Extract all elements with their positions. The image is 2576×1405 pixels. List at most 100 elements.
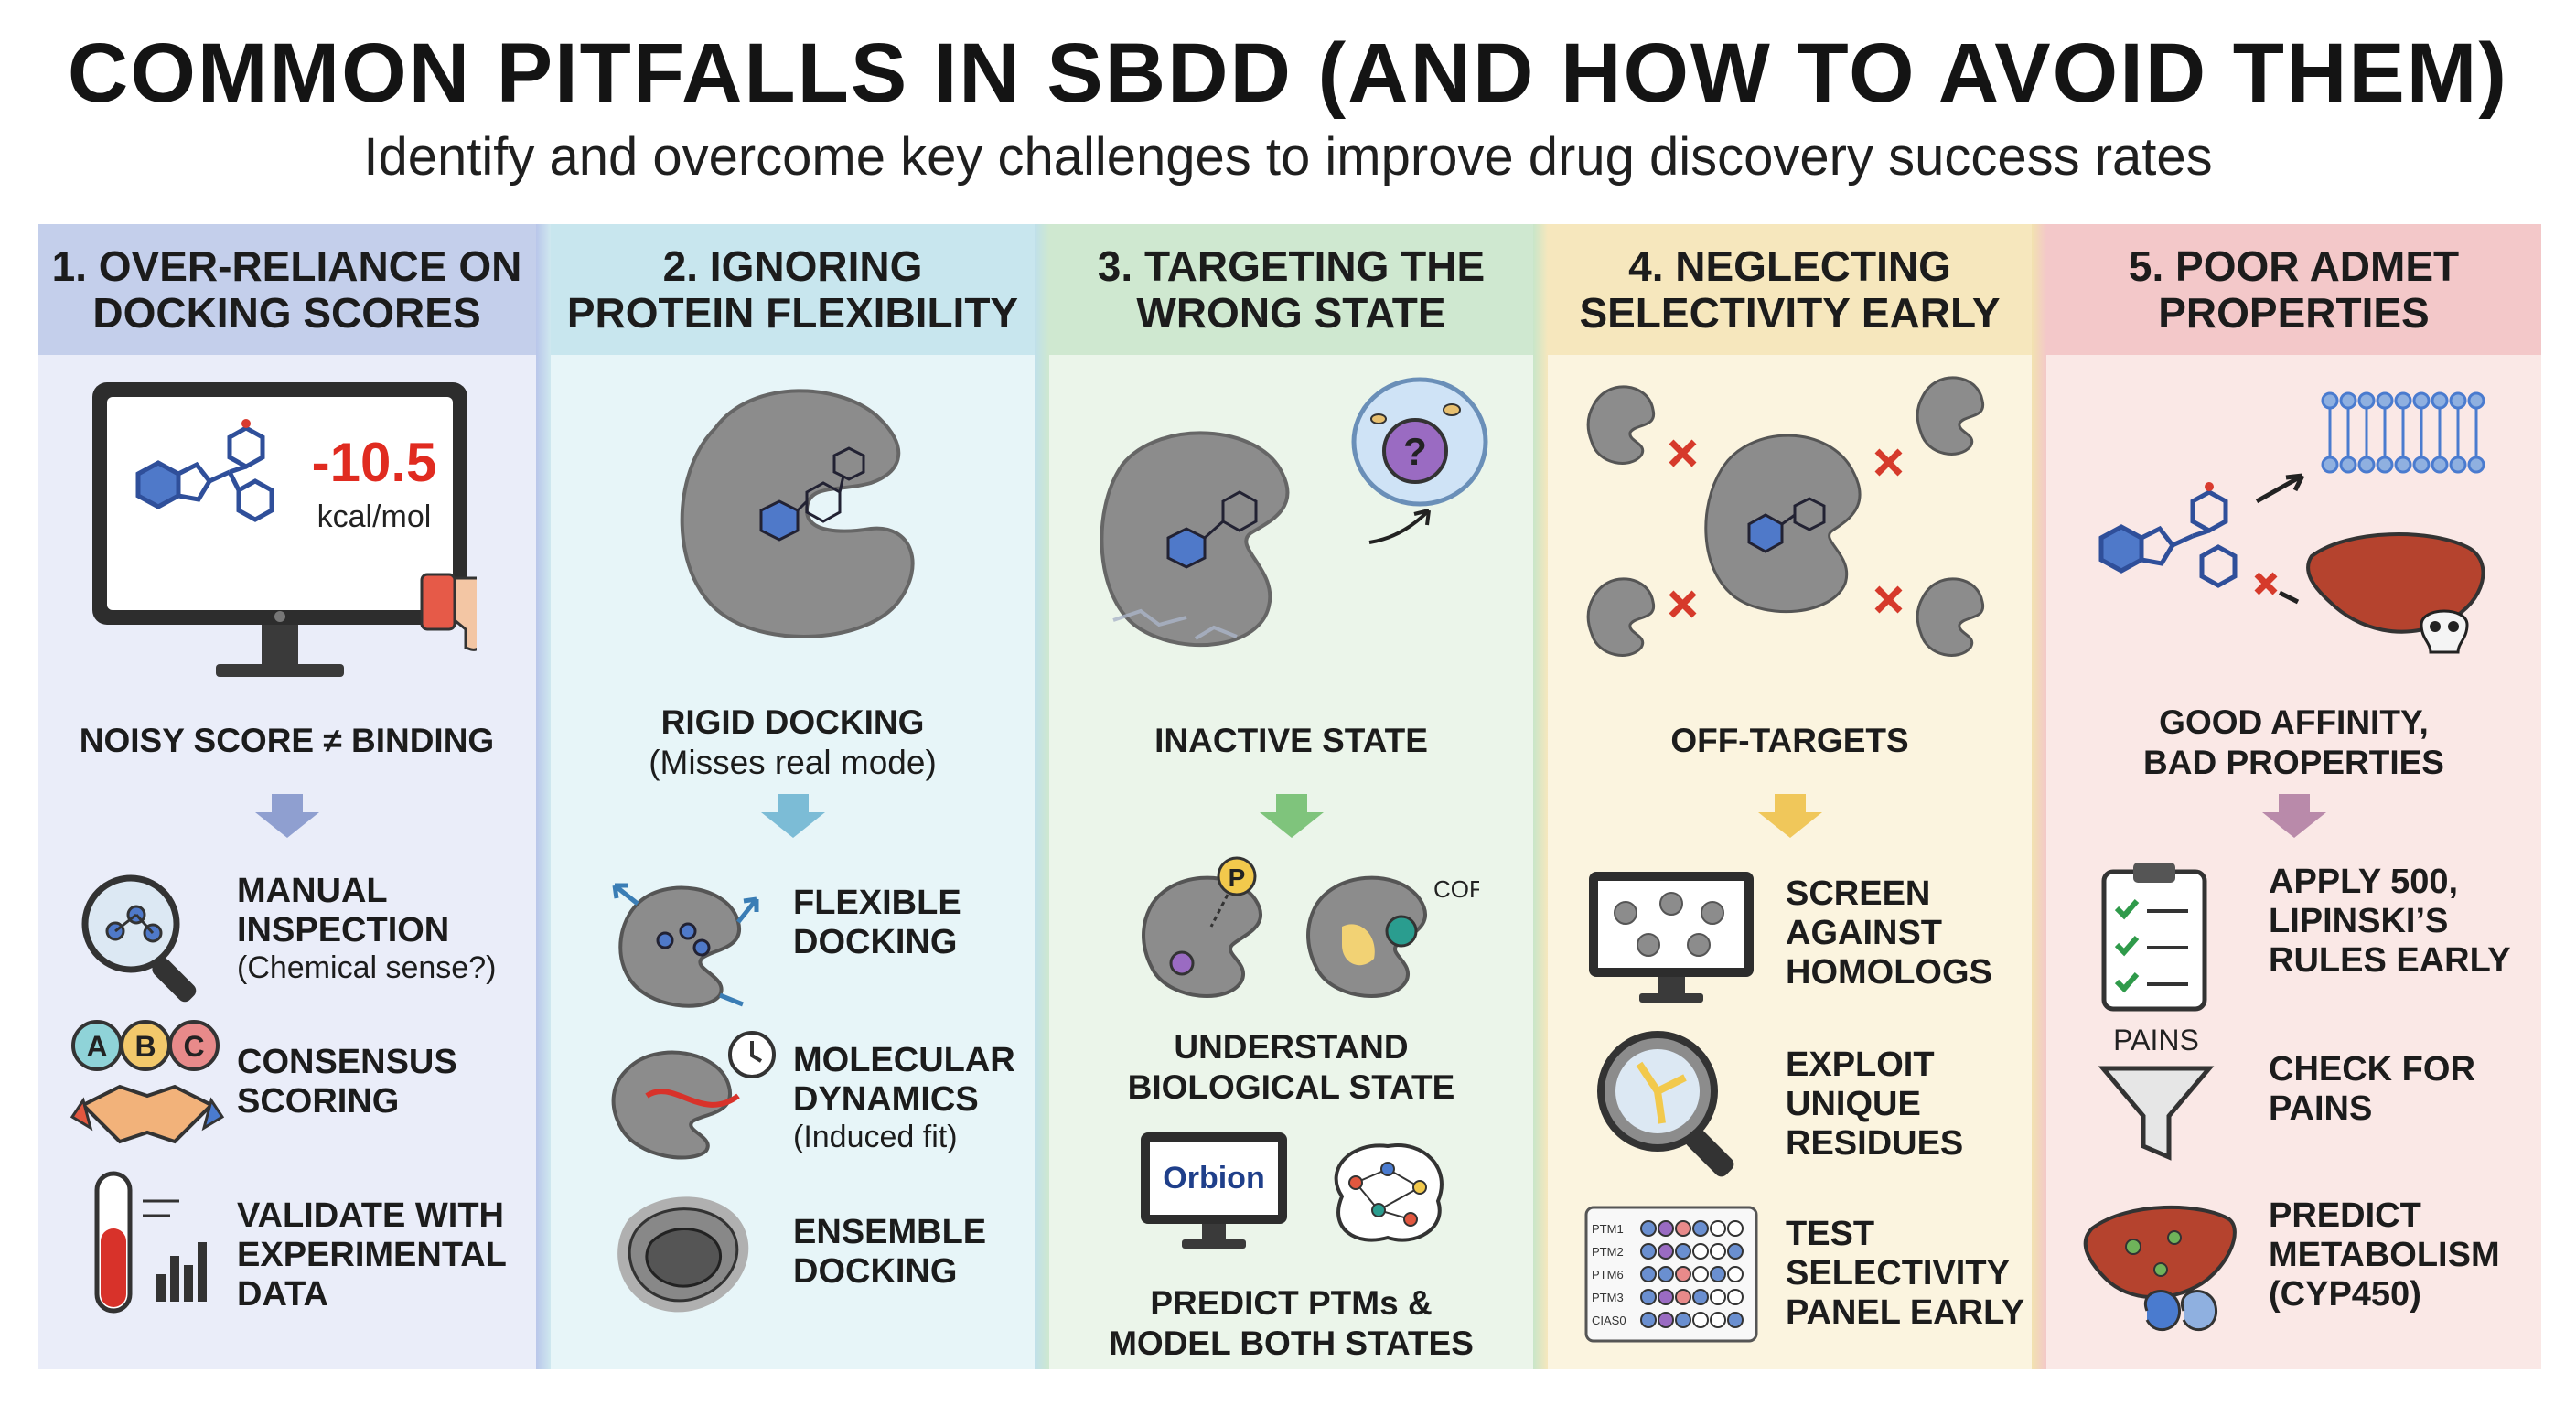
header-line: PROPERTIES — [2158, 288, 2430, 337]
panel-well — [1640, 1266, 1657, 1282]
panel-well — [1710, 1289, 1726, 1305]
lipid-head — [2449, 456, 2467, 474]
panel-row-label: CIAS0 — [1592, 1314, 1626, 1327]
solution-line: CONSENSUS — [237, 1043, 457, 1081]
solution-exploit-residues: EXPLOIT UNIQUE RESIDUES — [1786, 1046, 1963, 1164]
solution-line: DOCKING — [793, 922, 958, 961]
panel-row-label: PTM6 — [1592, 1268, 1624, 1282]
solution-predict-ptms: PREDICT PTMs & MODEL BOTH STATES — [1049, 1283, 1533, 1365]
panel-well — [1692, 1289, 1709, 1305]
lipid-head — [2321, 456, 2339, 474]
arrow-down-icon — [1259, 794, 1324, 838]
solution-line: EXPERIMENTAL — [237, 1235, 507, 1274]
lipid-head — [2431, 391, 2449, 410]
off-target-network-icon — [1586, 376, 1985, 657]
solution-note: (Chemical sense?) — [237, 949, 497, 985]
lipid-head — [2357, 456, 2376, 474]
lipid-head — [2339, 391, 2357, 410]
pitfall-caption: NOISY SCORE ≠ BINDING — [79, 722, 495, 759]
protein-clock-icon — [611, 1031, 776, 1160]
solution-note: (Induced fit) — [793, 1119, 958, 1154]
inactive-protein-icon — [1100, 431, 1290, 648]
lipid-head — [2394, 456, 2412, 474]
solution-molecular-dynamics: MOLECULAR DYNAMICS (Induced fit) — [793, 1041, 1015, 1154]
arrow-down-icon — [254, 794, 319, 838]
arrow-down-icon — [1757, 794, 1822, 838]
header-line: 1. OVER-RELIANCE ON — [51, 241, 522, 290]
clipboard-checklist-icon — [2101, 863, 2207, 1012]
caption-line: BAD PROPERTIES — [2143, 744, 2444, 782]
orbion-monitor-icon: Orbion — [1141, 1132, 1287, 1249]
column-body: RIGID DOCKING (Misses real mode) FLEXIBL… — [551, 355, 1035, 1369]
column-body: -10.5 kcal/mol NOISY SCORE ≠ BINDING MAN… — [38, 355, 536, 1369]
magnifier-molecule-icon — [81, 874, 197, 1003]
panel-well — [1710, 1220, 1726, 1237]
solution-line: CHECK FOR — [2269, 1050, 2475, 1089]
solution-line: INSPECTION — [237, 910, 450, 949]
panel-well — [1692, 1266, 1709, 1282]
pains-label: PAINS — [2113, 1024, 2199, 1056]
panel-row-label: PTM3 — [1592, 1291, 1624, 1304]
panel-well — [1692, 1243, 1709, 1260]
solution-line: DYNAMICS — [793, 1079, 979, 1119]
monitor-score-icon: -10.5 kcal/mol — [92, 382, 477, 677]
lipid-head — [2412, 456, 2431, 474]
solution-line: SELECTIVITY — [1786, 1253, 2010, 1292]
solution-line: DATA — [237, 1274, 328, 1314]
column-divider — [1035, 224, 1049, 1369]
solution-line: RULES EARLY — [2269, 940, 2511, 980]
panel-well — [1675, 1289, 1691, 1305]
pitfall-caption: OFF-TARGETS — [1670, 722, 1909, 759]
arrow-down-icon — [2261, 794, 2326, 838]
solution-line: METABOLISM — [2269, 1235, 2500, 1274]
solution-line: RESIDUES — [1786, 1123, 1964, 1163]
solution-selectivity-panel: TEST SELECTIVITY PANEL EARLY — [1786, 1215, 2024, 1333]
caption-line: MODEL BOTH STATES — [1109, 1325, 1474, 1363]
solution-line: AGAINST — [1786, 913, 1942, 952]
liver-enzyme-icon — [2083, 1205, 2237, 1332]
lipid-head — [2412, 391, 2431, 410]
header-line: WRONG STATE — [1136, 288, 1446, 337]
panel-well — [1675, 1220, 1691, 1237]
panel-well — [1640, 1220, 1657, 1237]
monitor-screen-icon — [1589, 872, 1754, 1003]
header-line: 3. TARGETING THE — [1097, 241, 1486, 290]
lipid-head — [2449, 391, 2467, 410]
header-line: 4. NEGLECTING — [1628, 241, 1951, 290]
panel-well — [1658, 1220, 1674, 1237]
letter-b: B — [134, 1030, 156, 1063]
column-divider — [2032, 224, 2046, 1369]
flexible-protein-icon — [612, 883, 759, 1008]
solution-line: MANUAL — [237, 872, 388, 910]
column-body: GOOD AFFINITY, BAD PROPERTIES APPLY 500,… — [2046, 355, 2541, 1369]
solution-line: SCORING — [237, 1081, 400, 1121]
lipid-head — [2467, 456, 2485, 474]
panel-well — [1675, 1312, 1691, 1328]
solution-predict-metabolism: PREDICT METABOLISM (CYP450) — [2269, 1196, 2500, 1314]
pitfall-caption: RIGID DOCKING (Misses real mode) — [551, 702, 1035, 784]
lipid-head — [2357, 391, 2376, 410]
solution-line: VALIDATE WITH — [237, 1196, 504, 1235]
column-divider — [536, 224, 551, 1369]
docking-score-value: -10.5 — [312, 432, 437, 493]
panel-well — [1727, 1266, 1744, 1282]
solution-check-pains: CHECK FOR PAINS — [2269, 1050, 2475, 1129]
abc-handshake-icon: A B C — [70, 1020, 225, 1144]
letter-a: A — [86, 1030, 107, 1063]
solution-screen-homologs: SCREEN AGAINST HOMOLOGS — [1786, 874, 1992, 992]
lipid-head — [2431, 456, 2449, 474]
solution-line: MOLECULAR — [793, 1041, 1015, 1079]
molecule-membrane-liver-icon — [2098, 391, 2485, 654]
header-line: 2. IGNORING — [662, 241, 923, 290]
solution-line: UNIQUE — [1786, 1084, 1921, 1123]
panel-well — [1640, 1312, 1657, 1328]
cofactor-label: COF — [1433, 875, 1479, 903]
panel-well — [1640, 1243, 1657, 1260]
header-line: 5. POOR ADMET — [2128, 241, 2460, 290]
